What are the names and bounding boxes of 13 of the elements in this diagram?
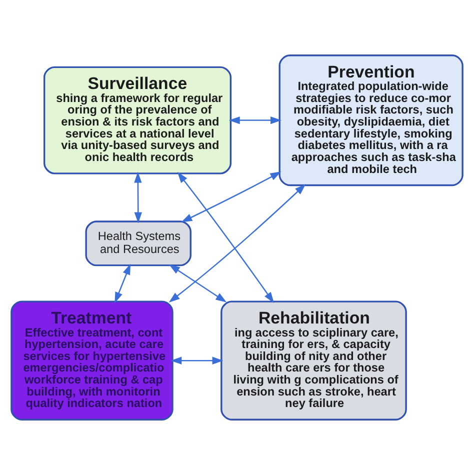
arrow	[114, 263, 131, 303]
arrow	[177, 171, 274, 303]
arrow	[228, 116, 282, 124]
arrow	[134, 171, 142, 223]
arrow	[170, 356, 224, 364]
node-box: Surveillance shing a framework for regular oring of the prevalence of ension & its risk factors and services at a national level via unity-based surveys and onic health records	[44, 66, 232, 174]
node-box: Rehabilitation ing access to sciplinary care, training for ers, & capacity building of nity and other health care ers for those living with g complications of ension such as stroke, heart ney failure	[220, 300, 407, 420]
node-box: Health Systems and Resources	[85, 220, 192, 266]
arrow	[168, 184, 306, 302]
arrow	[168, 264, 227, 302]
node-box: Treatment Effective treatment, cont hypertension, acute care services for hypertensive emergencies/complicatio workforce training & cap building, with monitorin quality indicators nation	[10, 300, 174, 420]
arrow	[181, 171, 282, 222]
node-box: Prevention Integrated population-wide strategies to reduce co-mor modifiable risk factors, such obesity, dyslipidaemia, diet sedentary lifestyle, smoking diabetes mellitus, with a ra approaches such as task-sha and mobile tech	[278, 54, 464, 186]
